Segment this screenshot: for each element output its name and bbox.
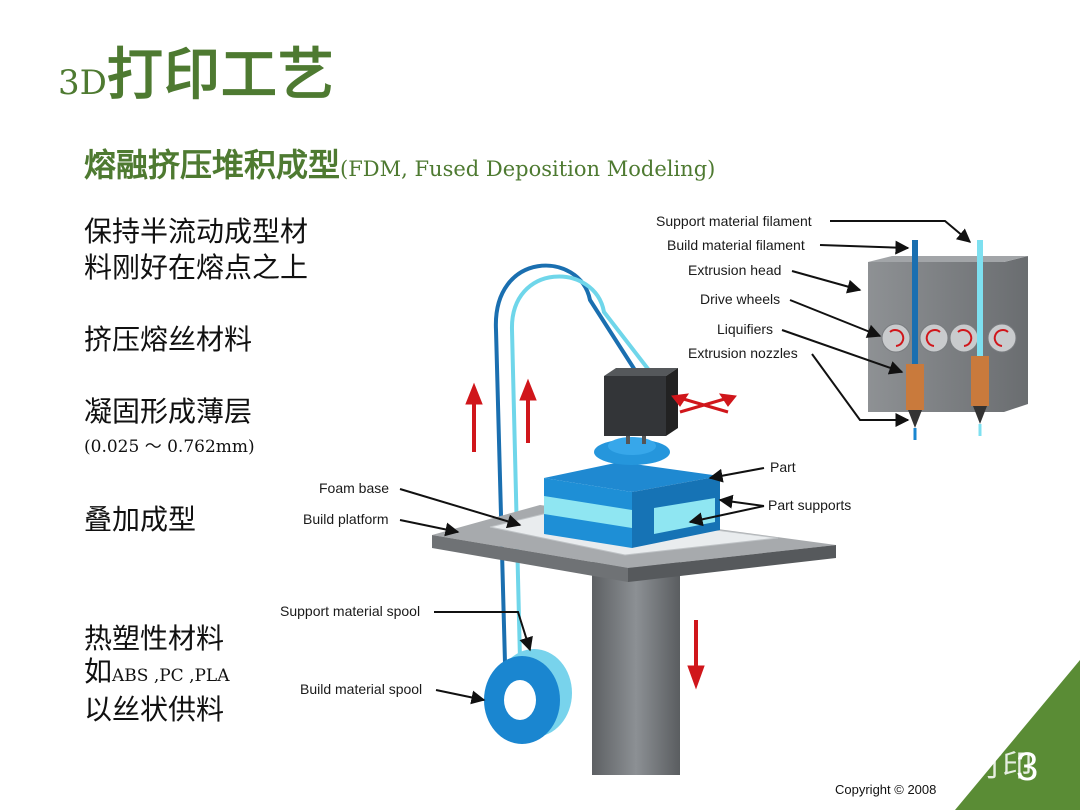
label-build-platform: Build platform — [303, 511, 389, 527]
subtitle-main: 熔融挤压堆积成型 — [84, 146, 341, 184]
slide-title-prefix: 3D — [58, 63, 107, 103]
layer-thickness-range: (0.025 ～ 0.762mm) — [84, 437, 255, 457]
label-extrusion-head: Extrusion head — [688, 262, 781, 278]
platform-pillar — [592, 560, 680, 775]
text-line: 热塑性材料 — [84, 622, 225, 655]
label-build-filament: Build material filament — [667, 237, 805, 253]
label-extrusion-nozzles: Extrusion nozzles — [688, 345, 798, 361]
label-liquifiers: Liquifiers — [717, 321, 773, 337]
label-build-spool: Build material spool — [300, 681, 422, 697]
corner-decoration — [955, 660, 1080, 810]
label-support-spool: Support material spool — [280, 603, 420, 619]
support-liquifier — [971, 356, 989, 406]
support-filament-in-head — [977, 240, 983, 370]
part-top — [544, 462, 720, 492]
motion-arrows — [465, 378, 737, 690]
build-filament-line — [493, 263, 642, 701]
copyright-text: Copyright © 2008 — [835, 782, 936, 797]
support-nozzle — [973, 406, 987, 424]
text-line: 挤压熔丝材料 — [84, 323, 253, 356]
watermark: 知乎 @Phrozen 3d打印 — [720, 750, 1032, 783]
build-nozzle — [908, 410, 922, 428]
text-line: 保持半流动成型材 — [84, 215, 309, 248]
page-number: 3 — [1016, 745, 1038, 789]
text-block-4: 叠加成型 — [84, 502, 196, 538]
part-dome-top — [608, 437, 656, 455]
label-drive-wheels: Drive wheels — [700, 291, 780, 307]
materials-prefix: 如 — [84, 655, 113, 688]
text-line: 以丝状供料 — [84, 693, 225, 726]
text-line: 叠加成型 — [84, 503, 197, 536]
text-block-1: 保持半流动成型材 料刚好在熔点之上 — [84, 214, 308, 286]
text-block-5: 热塑性材料 如ABS ,PC ,PLA 以丝状供料 — [84, 622, 230, 726]
subtitle-suffix: (FDM, Fused Deposition Modeling) — [340, 157, 716, 181]
extrusion-head — [604, 376, 666, 436]
build-platform-front — [432, 535, 628, 582]
label-part-supports: Part supports — [768, 497, 851, 513]
support-filament-line — [509, 274, 657, 661]
label-part: Part — [770, 459, 796, 475]
text-block-3: 凝固形成薄层 — [84, 394, 252, 430]
label-foam-base: Foam base — [319, 480, 389, 496]
build-liquifier — [906, 364, 924, 410]
part-support-front — [544, 496, 632, 528]
text-line: 料刚好在熔点之上 — [84, 251, 309, 284]
build-filament-in-head — [912, 240, 918, 370]
slide-title-main: 打印工艺 — [106, 43, 335, 108]
spool-hole — [504, 680, 536, 720]
label-support-filament: Support material filament — [656, 213, 812, 229]
slide-title: 3D打印工艺 — [58, 30, 335, 111]
text-line: 凝固形成薄层 — [84, 395, 253, 428]
drive-wheels-group — [881, 323, 1017, 353]
slide-subtitle: 熔融挤压堆积成型(FDM, Fused Deposition Modeling) — [84, 140, 715, 186]
text-line: 如ABS ,PC ,PLA — [84, 655, 230, 693]
build-platform-side — [628, 545, 836, 582]
materials-list: ABS ,PC ,PLA — [112, 666, 230, 686]
text-block-2: 挤压熔丝材料 — [84, 322, 252, 358]
